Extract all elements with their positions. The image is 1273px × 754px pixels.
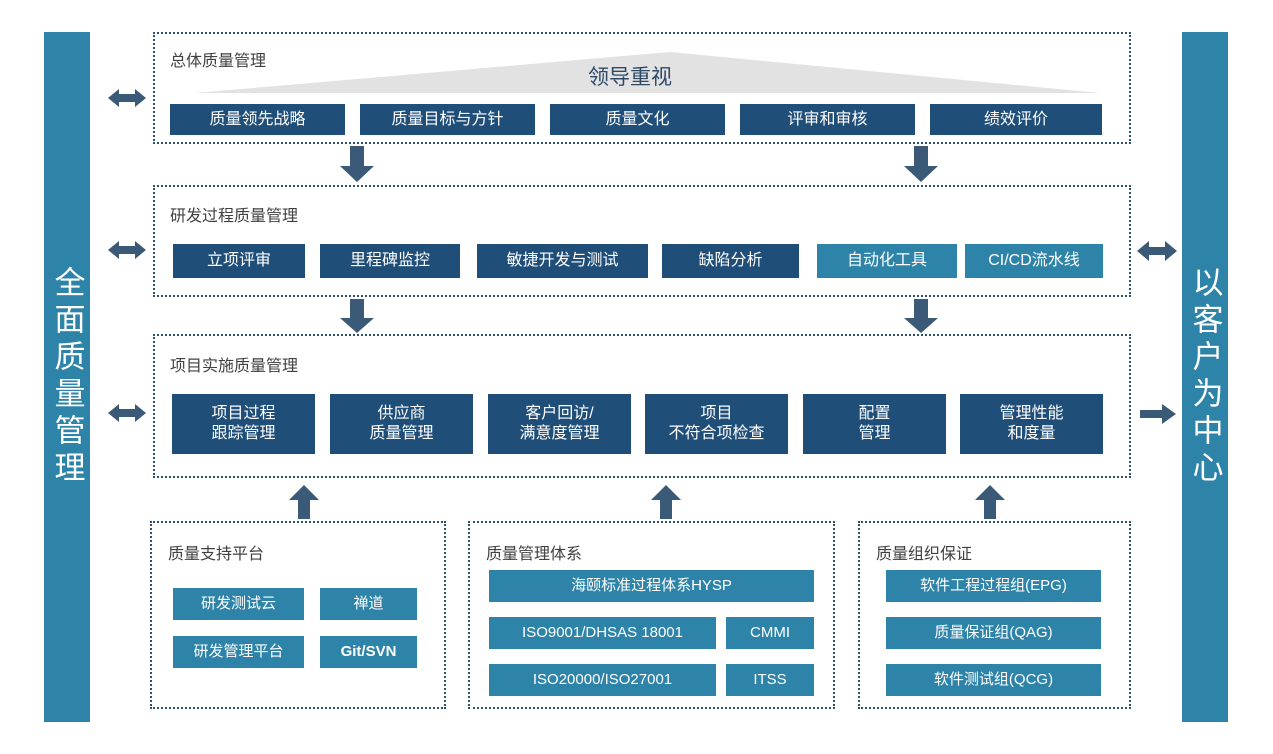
panel-title-project: 项目实施质量管理 xyxy=(170,358,299,375)
chip-org-2[interactable]: 软件测试组(QCG) xyxy=(886,664,1101,696)
chip-rnd-5[interactable]: CI/CD流水线 xyxy=(965,244,1103,278)
panel-title-org-assurance: 质量组织保证 xyxy=(876,546,973,563)
panel-title-overall: 总体质量管理 xyxy=(170,53,267,70)
chip-system-2[interactable]: CMMI xyxy=(726,617,814,649)
panel-title-rnd: 研发过程质量管理 xyxy=(170,208,299,225)
chip-support-0[interactable]: 研发测试云 xyxy=(173,588,304,620)
pillar-right-label: 以客户为中心 xyxy=(1187,266,1223,488)
chip-overall-0[interactable]: 质量领先战略 xyxy=(170,104,345,135)
double-arrow-horizontal-icon xyxy=(108,402,146,424)
chip-project-4[interactable]: 配置 管理 xyxy=(803,394,946,454)
chip-rnd-4[interactable]: 自动化工具 xyxy=(817,244,957,278)
chip-rnd-0[interactable]: 立项评审 xyxy=(173,244,305,278)
panel-title-management-system: 质量管理体系 xyxy=(486,546,583,563)
double-arrow-horizontal-icon xyxy=(108,239,146,261)
pillar-left-label: 全面质量管理 xyxy=(49,266,85,488)
chip-project-2[interactable]: 客户回访/ 满意度管理 xyxy=(488,394,631,454)
chip-rnd-3[interactable]: 缺陷分析 xyxy=(662,244,799,278)
double-arrow-horizontal-icon xyxy=(1137,239,1177,263)
chip-support-3[interactable]: Git/SVN xyxy=(320,636,417,668)
leadership-banner-label: 领导重视 xyxy=(588,66,672,89)
chip-org-1[interactable]: 质量保证组(QAG) xyxy=(886,617,1101,649)
pillar-total-quality-management: 全面质量管理 xyxy=(44,32,90,722)
chip-rnd-2[interactable]: 敏捷开发与测试 xyxy=(477,244,648,278)
chip-project-3[interactable]: 项目 不符合项检查 xyxy=(645,394,788,454)
chip-support-1[interactable]: 禅道 xyxy=(320,588,417,620)
chip-overall-3[interactable]: 评审和审核 xyxy=(740,104,915,135)
panel-rnd-process-quality-management xyxy=(153,185,1131,297)
chip-org-0[interactable]: 软件工程过程组(EPG) xyxy=(886,570,1101,602)
chip-support-2[interactable]: 研发管理平台 xyxy=(173,636,304,668)
double-arrow-horizontal-icon xyxy=(108,87,146,109)
chip-system-3[interactable]: ISO20000/ISO27001 xyxy=(489,664,716,696)
chip-system-4[interactable]: ITSS xyxy=(726,664,814,696)
arrow-down-icon xyxy=(903,146,939,182)
chip-system-1[interactable]: ISO9001/DHSAS 18001 xyxy=(489,617,716,649)
pillar-customer-centric: 以客户为中心 xyxy=(1182,32,1228,722)
chip-overall-1[interactable]: 质量目标与方针 xyxy=(360,104,535,135)
arrow-up-icon xyxy=(650,485,682,519)
chip-project-0[interactable]: 项目过程 跟踪管理 xyxy=(172,394,315,454)
arrow-down-icon xyxy=(339,146,375,182)
panel-title-support-platform: 质量支持平台 xyxy=(168,546,265,563)
arrow-down-icon xyxy=(339,299,375,333)
arrow-right-icon xyxy=(1140,404,1176,424)
chip-project-5[interactable]: 管理性能 和度量 xyxy=(960,394,1103,454)
arrow-down-icon xyxy=(903,299,939,333)
chip-rnd-1[interactable]: 里程碑监控 xyxy=(320,244,460,278)
chip-project-1[interactable]: 供应商 质量管理 xyxy=(330,394,473,454)
chip-overall-2[interactable]: 质量文化 xyxy=(550,104,725,135)
chip-overall-4[interactable]: 绩效评价 xyxy=(930,104,1102,135)
arrow-up-icon xyxy=(288,485,320,519)
leadership-triangle-shape xyxy=(195,52,1100,96)
chip-system-0[interactable]: 海颐标准过程体系HYSP xyxy=(489,570,814,602)
arrow-up-icon xyxy=(974,485,1006,519)
